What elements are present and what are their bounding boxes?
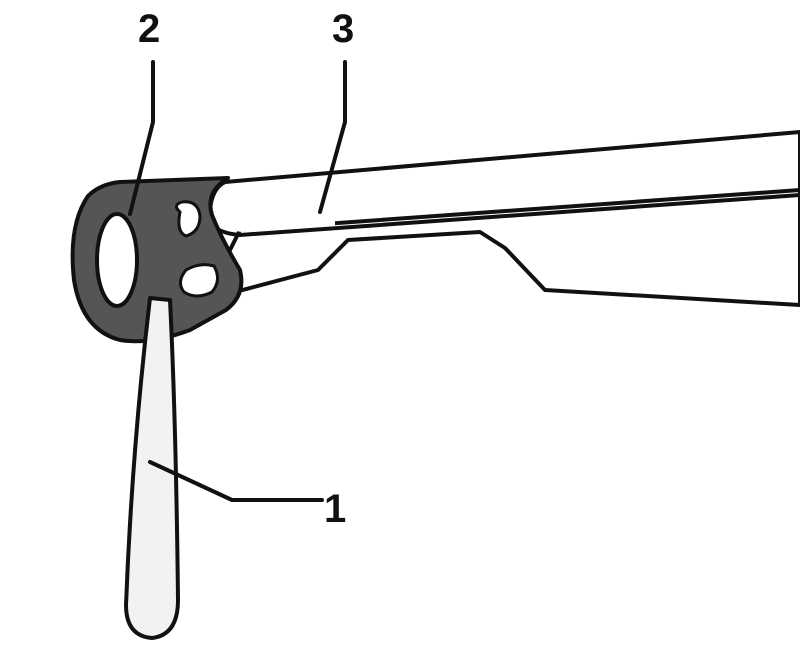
rubber-seal-hollow (95, 212, 139, 308)
window-glass (207, 130, 800, 237)
installation-tool (124, 296, 180, 640)
callout-label-2: 2 (138, 7, 160, 51)
leader-lines (128, 60, 347, 502)
installation-tool-blade (124, 296, 180, 640)
leader-line-2 (128, 60, 155, 216)
body-panel-section (203, 188, 800, 307)
callout-label-3: 3 (332, 7, 354, 51)
window-glass-edge (213, 176, 335, 232)
rubber-seal (70, 176, 244, 344)
rubber-seal-lip-upper (175, 200, 202, 238)
body-panel (203, 188, 800, 307)
rubber-seal-lip-lower (179, 263, 219, 298)
leader-line-1 (148, 460, 324, 502)
callout-label-1: 1 (324, 487, 346, 531)
leader-line-3 (318, 60, 347, 214)
